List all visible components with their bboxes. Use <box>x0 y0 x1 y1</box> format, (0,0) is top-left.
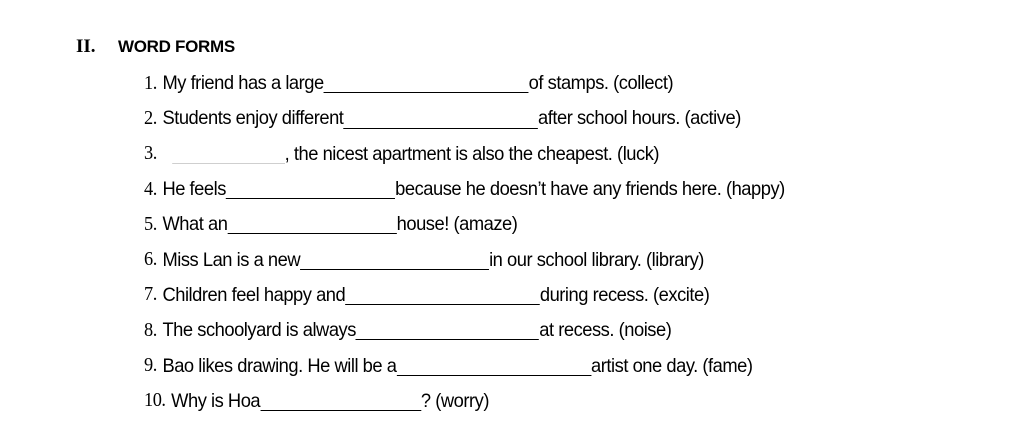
exercise-item-6: 6. Miss Lan is a new in our school libra… <box>144 242 785 277</box>
item-text-before: What an <box>162 213 228 236</box>
answer-blank[interactable] <box>355 339 540 341</box>
item-text-before: My friend has a large <box>162 72 324 95</box>
exercise-item-1: 1. My friend has a large of stamps. (col… <box>144 66 785 101</box>
item-number: 1. <box>144 72 157 94</box>
exercise-item-7: 7. Children feel happy and during recess… <box>144 278 785 313</box>
item-number: 6. <box>144 249 157 271</box>
item-text-before: Miss Lan is a new <box>162 248 301 271</box>
item-number: 10. <box>144 390 166 412</box>
exercise-item-5: 5. What an house! (amaze) <box>144 207 785 242</box>
item-number: 8. <box>144 319 157 341</box>
item-text-after: because he doesn’t have any friends here… <box>395 178 785 201</box>
item-text-before: He feels <box>162 178 226 201</box>
section-number: II. <box>76 36 96 57</box>
item-text-after: , the nicest apartment is also the cheap… <box>284 142 660 165</box>
exercise-item-8: 8. The schoolyard is always at recess. (… <box>144 313 785 348</box>
item-text-after: at recess. (noise) <box>539 319 672 342</box>
item-text-after: artist one day. (fame) <box>591 354 753 377</box>
exercise-item-2: 2. Students enjoy different after school… <box>144 101 785 136</box>
answer-blank[interactable] <box>171 162 285 164</box>
exercise-list: 1. My friend has a large of stamps. (col… <box>144 66 826 419</box>
item-text-before: Why is Hoa <box>171 389 261 412</box>
item-text-before: Students enjoy different <box>162 107 344 130</box>
section-heading: II. WORD FORMS <box>76 36 235 58</box>
item-text-after: ? (worry) <box>420 389 490 412</box>
exercise-item-4: 4. He feels because he doesn’t have any … <box>144 172 785 207</box>
answer-blank[interactable] <box>343 127 539 129</box>
exercise-item-10: 10. Why is Hoa ? (worry) <box>144 384 785 419</box>
item-text-after: in our school library. (library) <box>489 248 704 271</box>
item-text-before: The schoolyard is always <box>162 319 356 342</box>
exercise-item-3: 3. , the nicest apartment is also the ch… <box>144 137 785 172</box>
answer-blank[interactable] <box>225 198 396 200</box>
item-text-after: after school hours. (active) <box>538 107 741 130</box>
item-number: 9. <box>144 355 157 377</box>
item-text-before: Bao likes drawing. He will be a <box>162 354 397 377</box>
answer-blank[interactable] <box>300 268 490 270</box>
item-text-after: during recess. (excite) <box>539 283 710 306</box>
answer-blank[interactable] <box>227 233 397 235</box>
item-number: 5. <box>144 213 157 235</box>
exercise-item-9: 9. Bao likes drawing. He will be a artis… <box>144 348 785 383</box>
item-number: 2. <box>144 107 157 129</box>
item-number: 4. <box>144 178 157 200</box>
item-number: 3. <box>144 143 157 165</box>
item-number: 7. <box>144 284 157 306</box>
item-text-before: Children feel happy and <box>162 283 346 306</box>
answer-blank[interactable] <box>260 409 421 411</box>
item-text-after: of stamps. (collect) <box>528 72 674 95</box>
answer-blank[interactable] <box>396 374 592 376</box>
answer-blank[interactable] <box>323 92 529 94</box>
item-text-after: house! (amaze) <box>396 213 518 236</box>
section-title: WORD FORMS <box>118 37 235 56</box>
answer-blank[interactable] <box>345 304 540 306</box>
